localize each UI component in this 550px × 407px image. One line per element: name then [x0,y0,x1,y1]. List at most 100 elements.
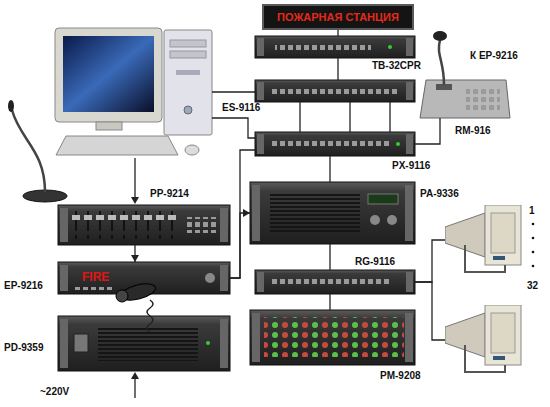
drive-bay [170,40,206,47]
horn-front [485,305,521,365]
device-model: 32 [527,280,538,292]
rack-body [58,316,230,371]
horn-mouth [491,313,515,353]
arrow-head [243,209,250,217]
power-arrow [134,379,135,398]
rack-device: RG-9116 [255,270,415,294]
device-model: PX-9116 [392,160,430,172]
paging-console [420,31,510,118]
device-model: RG-9116 [355,256,395,268]
drive-bay [170,51,206,58]
gooseneck [12,110,45,192]
screen [63,36,154,112]
arrow-head [131,372,139,379]
speaker-outline [445,205,523,275]
rack-ear [257,272,264,292]
rack-device: PA-9336 [250,182,415,244]
signal-line [337,30,338,36]
horn-speaker: 32 [445,305,523,375]
vent [270,192,360,234]
mic-head [116,290,128,302]
mouse [185,145,199,155]
rack-ear [60,265,68,291]
panel-title: ПОЖАРНАЯ СТАНЦИЯ [277,11,399,24]
button-row [271,87,399,95]
rack-body [255,80,415,102]
knob [205,273,215,283]
computer [55,28,212,155]
signal-line [329,294,330,310]
rack-body [255,270,415,294]
rack-unit [250,310,415,365]
monitor-stand [96,122,122,130]
rack-unit [255,270,415,294]
rack-unit [255,36,415,58]
rack-device: EP-9216FIRE [58,262,230,294]
mic-head [8,100,14,112]
signal-line [415,118,440,144]
button-row [184,217,216,233]
signal-line [329,156,330,182]
rack-unit [250,182,415,244]
device-model: PM-9208 [380,370,421,382]
signal-line [230,150,255,278]
hand-microphone [116,281,157,332]
rack-body [250,310,415,365]
power-switch [74,334,88,352]
rack-ear [406,82,413,100]
wire [212,91,255,92]
mic-head [433,31,447,41]
rack-ear [257,38,264,56]
rack-ear [60,208,68,242]
gooseneck [439,40,444,85]
device-model: PA-9336 [420,188,459,200]
led [388,45,392,49]
rack-ear [60,319,68,368]
signal-line [329,244,330,270]
arrow-head [131,197,139,204]
signal-line [415,240,445,282]
coiled-cord [147,300,153,332]
rack-ear [406,272,413,292]
knob-grid [264,317,404,357]
rack-device: PX-9116 [255,132,415,156]
rack-body [58,205,230,245]
device-model: TB-32CPR [372,60,421,72]
device-model: ES-9116 [222,102,260,114]
rack-unit [58,316,230,371]
connection-note: К EP-9216 [470,50,518,62]
rack-device: PD-9359 [58,316,230,371]
ellipsis-dot [532,237,535,240]
device-model: 1 [529,205,535,217]
paging-console: RM-916 [420,78,510,118]
console-body [420,80,510,118]
desk-microphone [8,100,67,202]
power-button [184,106,192,114]
speaker-outline [445,305,523,375]
device-model: EP-9216 [4,280,43,292]
rack-ear [220,208,228,242]
fire-station-panel: ПОЖАРНАЯ СТАНЦИЯ [262,4,414,30]
button-row [466,88,500,110]
mount-bracket [465,245,505,272]
rack-body [255,36,415,58]
rack-ear [252,313,260,362]
rack-ear [405,185,413,241]
button-row [271,278,391,286]
ellipsis-dot [532,223,535,226]
power-label: ~220V [40,386,69,398]
system-unit [164,30,212,135]
drive-bay [176,70,200,75]
brand-badge [493,356,505,360]
arrow-head [131,255,139,262]
horn-front [485,205,521,265]
button-row [72,284,112,290]
led [206,341,210,345]
brand-badge [493,256,505,260]
signal-line [299,102,300,132]
mount-bracket [465,345,505,372]
monitor [55,28,162,122]
led [396,142,400,146]
keyboard [56,136,178,155]
rack-device: ES-9116 [255,80,415,102]
